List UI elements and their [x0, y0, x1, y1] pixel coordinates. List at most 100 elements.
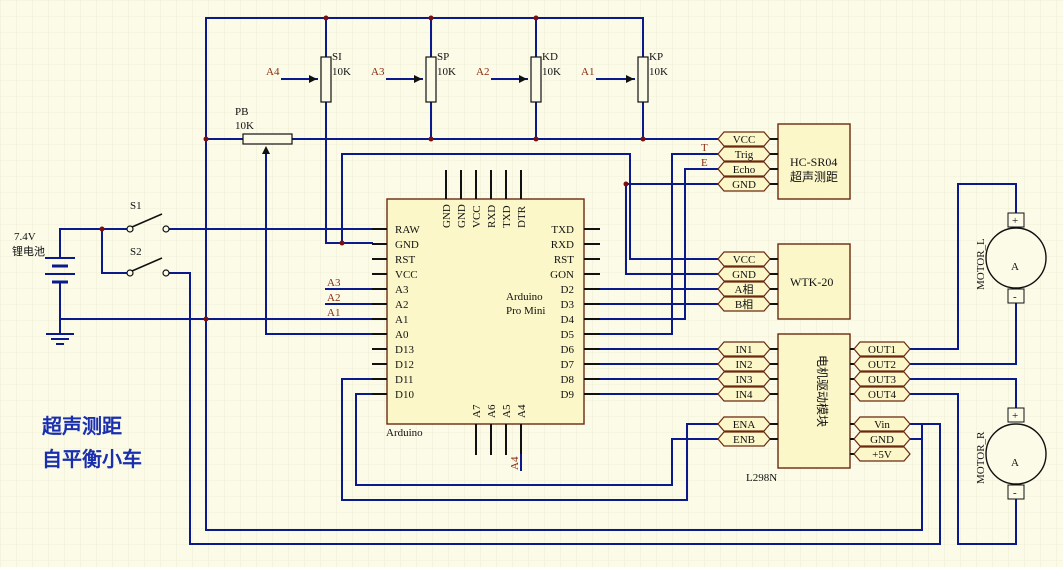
l298n-out-pin-out3: OUT3 — [868, 374, 897, 386]
hc-sr04-pin-gnd: GND — [732, 179, 756, 191]
arduino-pin-dtr-top: DTR — [516, 205, 528, 228]
battery-name: 锂电池 — [12, 244, 45, 258]
l298n-part: L298N — [746, 472, 777, 484]
arduino-pin-d9-right: D9 — [561, 389, 575, 401]
wires — [59, 17, 1017, 545]
arduino-pin-raw-left: RAW — [395, 224, 420, 236]
arduino-pin-a6-bottom: A6 — [486, 404, 498, 418]
arduino-pin-rst-left: RST — [395, 254, 415, 266]
motor-left-plus: + — [1012, 215, 1018, 227]
arduino-pin-rxd-right: RXD — [551, 239, 574, 251]
pot-si: SI 10K A4 — [266, 51, 351, 103]
l298n-en-pin-enb: ENB — [733, 434, 755, 446]
pot-kd-name: KD — [542, 51, 558, 63]
arduino-pin-gnd-left: GND — [395, 239, 419, 251]
arduino-pin-txd-top: TXD — [501, 205, 513, 228]
hc-sr04-name: HC-SR04 — [790, 155, 837, 169]
battery: 7.4V 锂电池 — [12, 231, 75, 290]
hc-sr04-subtitle: 超声测距 — [790, 169, 838, 184]
l298n-pwr-tag-2 — [853, 446, 911, 462]
arduino-pin-vcc-left: VCC — [395, 269, 418, 281]
pot-kp: KP 10K A1 — [581, 51, 668, 103]
ground-symbol — [46, 333, 74, 345]
arduino-pin-d3-right: D3 — [561, 299, 575, 311]
hc-sr04-pin-trig: Trig — [735, 149, 754, 161]
arduino-pin-a5-bottom: A5 — [501, 404, 513, 418]
motor-left-name: MOTOR_L — [975, 238, 987, 290]
motor-left-minus: - — [1013, 291, 1017, 303]
pot-si-net: A4 — [266, 66, 280, 78]
junctions — [99, 15, 646, 322]
pot-kd-value: 10K — [542, 66, 561, 78]
title-line-2: 自平衡小车 — [42, 447, 142, 471]
arduino-pin-a7-bottom: A7 — [471, 404, 483, 418]
l298n-pwr-tag-0 — [853, 416, 911, 432]
hc-sr04-echo-net: E — [701, 157, 708, 169]
battery-voltage: 7.4V — [14, 231, 36, 243]
pot-kp-name: KP — [649, 51, 663, 63]
pot-kd: KD 10K A2 — [476, 51, 561, 103]
l298n-pwr-pin-gnd: GND — [870, 434, 894, 446]
arduino-pin-d12-left: D12 — [395, 359, 414, 371]
motor-right-plus: + — [1012, 410, 1018, 422]
pot-kp-net: A1 — [581, 66, 594, 78]
arduino-pin-d8-right: D8 — [561, 374, 575, 386]
arduino-pin-rxd-top: RXD — [486, 205, 498, 228]
l298n-out-tag-3 — [853, 386, 911, 402]
switch-s2: S2 — [126, 246, 170, 277]
pot-sp-name: SP — [437, 51, 449, 63]
l298n-out-pin-out1: OUT1 — [868, 344, 896, 356]
switch-s1-label: S1 — [130, 200, 142, 212]
motor-right: + - A MOTOR_R — [975, 407, 1047, 500]
arduino-pin-a4-bottom: A4 — [516, 404, 528, 418]
pot-si-value: 10K — [332, 66, 351, 78]
arduino-pin-gnd-top: GND — [441, 204, 453, 228]
arduino-pin-txd-right: TXD — [551, 224, 574, 236]
pot-kd-net: A2 — [476, 66, 489, 78]
motor-right-symbol: A — [1011, 457, 1019, 469]
l298n-out-pin-out4: OUT4 — [868, 389, 897, 401]
arduino-pin-gon-right: GON — [550, 269, 574, 281]
title-line-1: 超声测距 — [41, 414, 122, 438]
arduino-pin-d5-right: D5 — [561, 329, 575, 341]
hc-sr04-pin-echo: Echo — [733, 164, 756, 176]
pot-pb-name: PB — [235, 106, 248, 118]
arduino-pin-rst-right: RST — [554, 254, 574, 266]
arduino-pin-d2-right: D2 — [561, 284, 574, 296]
motor-left-symbol: A — [1011, 261, 1019, 273]
l298n-in-pin-in3: IN3 — [735, 374, 753, 386]
l298n-in-pin-in4: IN4 — [735, 389, 753, 401]
arduino-pin-d13-left: D13 — [395, 344, 414, 356]
arduino-pin-d6-right: D6 — [561, 344, 575, 356]
pot-sp-net: A3 — [371, 66, 385, 78]
pot-kp-value: 10K — [649, 66, 668, 78]
wtk-20-pin-b: B相 — [735, 298, 753, 311]
arduino-pin-d11-left: D11 — [395, 374, 414, 386]
arduino-pin-vcc-top: VCC — [471, 205, 483, 228]
switch-s1: S1 — [126, 200, 170, 233]
pot-pb: PB 10K — [235, 106, 293, 154]
wtk-20-pin-a: A相 — [735, 283, 754, 296]
pot-sp: SP 10K A3 — [371, 51, 456, 103]
arduino-pin-gnd-top: GND — [456, 204, 468, 228]
arduino-pro-mini: Arduino Arduino Pro Mini RAWGNDRSTVCCA3A… — [327, 170, 600, 471]
arduino-pin-a1-left: A1 — [395, 314, 408, 326]
arduino-model-line2: Pro Mini — [506, 305, 545, 317]
l298n-pwr-pin-5v: +5V — [872, 449, 892, 461]
l298n-out-tag-0 — [853, 341, 911, 357]
l298n-en-pin-ena: ENA — [733, 419, 756, 431]
pot-pb-value: 10K — [235, 120, 254, 132]
l298n-enable-pins: ENA ENB — [717, 416, 778, 447]
arduino-net-a4: A4 — [509, 456, 521, 470]
